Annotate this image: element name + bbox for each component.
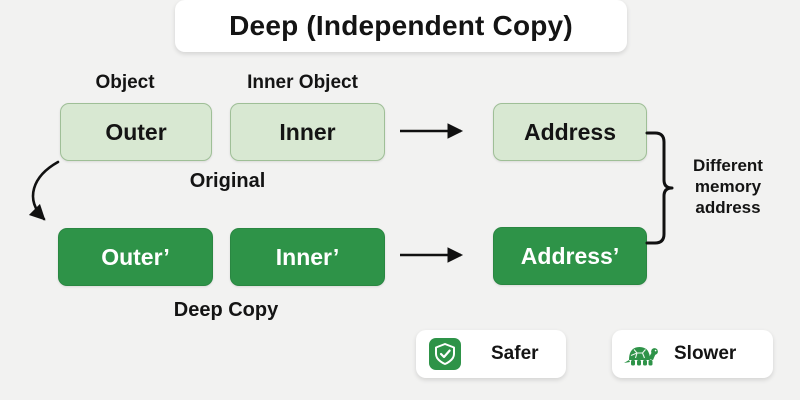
- box-inner-original-label: Inner: [279, 118, 336, 145]
- box-inner-original: Inner: [230, 103, 385, 161]
- legend-safer: Safer: [416, 330, 566, 378]
- box-address-original-label: Address: [523, 118, 617, 145]
- box-address-original: Address: [493, 103, 647, 161]
- box-outer-original-label: Outer: [105, 118, 167, 145]
- box-inner-copy: Inner’: [230, 228, 385, 286]
- legend-slower: Slower: [612, 330, 773, 378]
- shield-check-icon: [429, 338, 461, 370]
- label-object: Object: [95, 72, 155, 93]
- caption-deep-copy: Deep Copy: [173, 299, 279, 321]
- box-outer-copy-label: Outer’: [101, 243, 170, 270]
- page-title: Deep (Independent Copy): [229, 10, 573, 41]
- box-address-copy: Address’: [493, 227, 647, 285]
- turtle-icon: [622, 339, 660, 369]
- annotation-different-memory-address: Different memory address: [693, 156, 763, 217]
- box-address-copy-label: Address’: [520, 242, 620, 269]
- box-inner-copy-label: Inner’: [275, 243, 340, 270]
- legend-safer-label: Safer: [491, 343, 539, 364]
- caption-original: Original: [189, 170, 266, 192]
- brace-different-memory-icon: [645, 131, 674, 245]
- label-inner-object: Inner Object: [247, 72, 358, 93]
- box-outer-original: Outer: [60, 103, 212, 161]
- curved-arrow-outer-to-copy-icon: [28, 160, 60, 221]
- box-outer-copy: Outer’: [58, 228, 213, 286]
- title-card: Deep (Independent Copy): [175, 0, 627, 52]
- legend-slower-label: Slower: [674, 343, 737, 364]
